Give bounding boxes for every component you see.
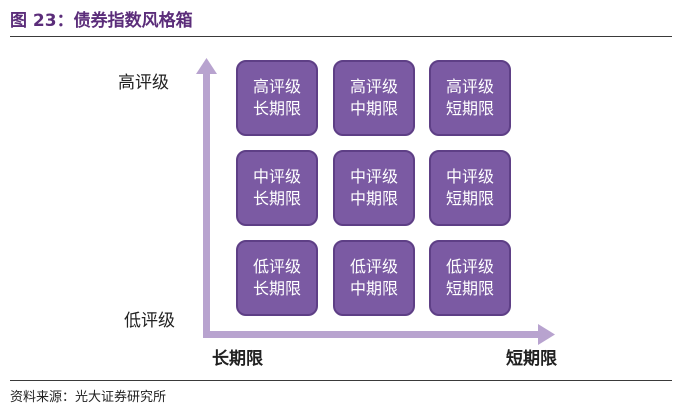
style-box-cell-high-medium: 高评级 中期限: [333, 60, 415, 136]
title-divider: [10, 36, 672, 37]
x-axis-arrow: [203, 324, 555, 345]
cell-rating: 高评级: [252, 77, 301, 96]
cell-term: 短期限: [445, 99, 494, 118]
y-axis-bottom-label: 低评级: [124, 311, 175, 331]
cell-term: 中期限: [349, 99, 398, 118]
cell-rating: 中评级: [445, 167, 494, 186]
source-divider: [10, 380, 672, 381]
figure-title: 图 23：债券指数风格箱: [10, 11, 193, 31]
cell-rating: 中评级: [252, 167, 301, 186]
style-box-cell-mid-long: 中评级 长期限: [236, 150, 318, 226]
cell-term: 短期限: [445, 189, 494, 208]
y-axis-arrow: [196, 58, 217, 335]
style-box-cell-high-short: 高评级 短期限: [429, 60, 511, 136]
cell-term: 中期限: [349, 189, 398, 208]
style-box-cell-low-long: 低评级 长期限: [236, 240, 318, 316]
cell-rating: 低评级: [445, 257, 494, 276]
x-axis-right-label: 短期限: [506, 349, 557, 369]
cell-rating: 低评级: [252, 257, 301, 276]
style-box-cell-high-long: 高评级 长期限: [236, 60, 318, 136]
cell-rating: 高评级: [349, 77, 398, 96]
style-box-cell-mid-short: 中评级 短期限: [429, 150, 511, 226]
style-box-cell-low-short: 低评级 短期限: [429, 240, 511, 316]
style-box-cell-low-medium: 低评级 中期限: [333, 240, 415, 316]
y-axis-top-label: 高评级: [118, 73, 169, 93]
cell-term: 长期限: [252, 99, 301, 118]
cell-term: 长期限: [252, 189, 301, 208]
cell-rating: 中评级: [349, 167, 398, 186]
cell-term: 中期限: [349, 279, 398, 298]
cell-term: 长期限: [252, 279, 301, 298]
cell-rating: 高评级: [445, 77, 494, 96]
x-axis-left-label: 长期限: [212, 349, 263, 369]
source-note: 资料来源：光大证券研究所: [10, 390, 167, 405]
cell-rating: 低评级: [349, 257, 398, 276]
style-box-cell-mid-medium: 中评级 中期限: [333, 150, 415, 226]
cell-term: 短期限: [445, 279, 494, 298]
